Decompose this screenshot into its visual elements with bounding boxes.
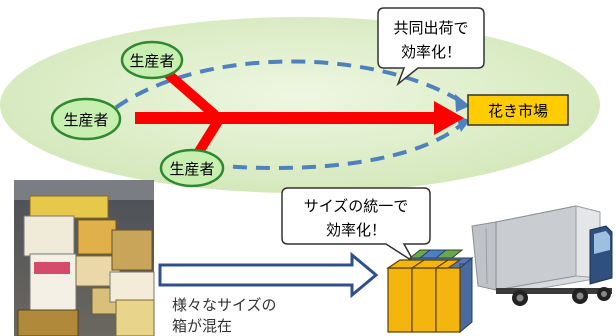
producer-label: 生産者: [63, 111, 108, 129]
standard-box-stack: [386, 249, 474, 334]
outline-arrow: [158, 251, 379, 299]
mixed-caption-line1: 様々なサイズの: [172, 296, 277, 314]
mixed-boxes-photo: [14, 180, 155, 336]
callout-mid: サイズの統一で 効率化！: [281, 187, 431, 263]
producer-node-left: 生産者: [50, 97, 122, 141]
red-arrowhead: [434, 101, 464, 135]
producer-node-top: 生産者: [120, 40, 184, 80]
market-label: 花き市場: [488, 102, 548, 120]
dashed-arrowhead-upper: [455, 94, 470, 112]
dashed-route-upper: [96, 59, 464, 124]
dashed-route-lower: [209, 122, 464, 170]
producer-label: 生産者: [129, 52, 174, 70]
red-branch-top: [164, 70, 219, 119]
truck-icon: [471, 205, 613, 306]
producer-node-bottom: 生産者: [159, 148, 225, 188]
market-box: 花き市場: [467, 94, 569, 126]
callout-top: 共同出荷で 効率化！: [377, 7, 485, 87]
callout-mid-line2: 効率化！: [326, 221, 386, 239]
callout-mid-line1: サイズの統一で: [304, 197, 409, 215]
callout-top-line1: 共同出荷で: [393, 19, 468, 37]
mixed-caption-line2: 箱が混在: [172, 317, 232, 335]
producer-label: 生産者: [169, 160, 214, 178]
callout-top-line2: 効率化！: [401, 43, 461, 61]
